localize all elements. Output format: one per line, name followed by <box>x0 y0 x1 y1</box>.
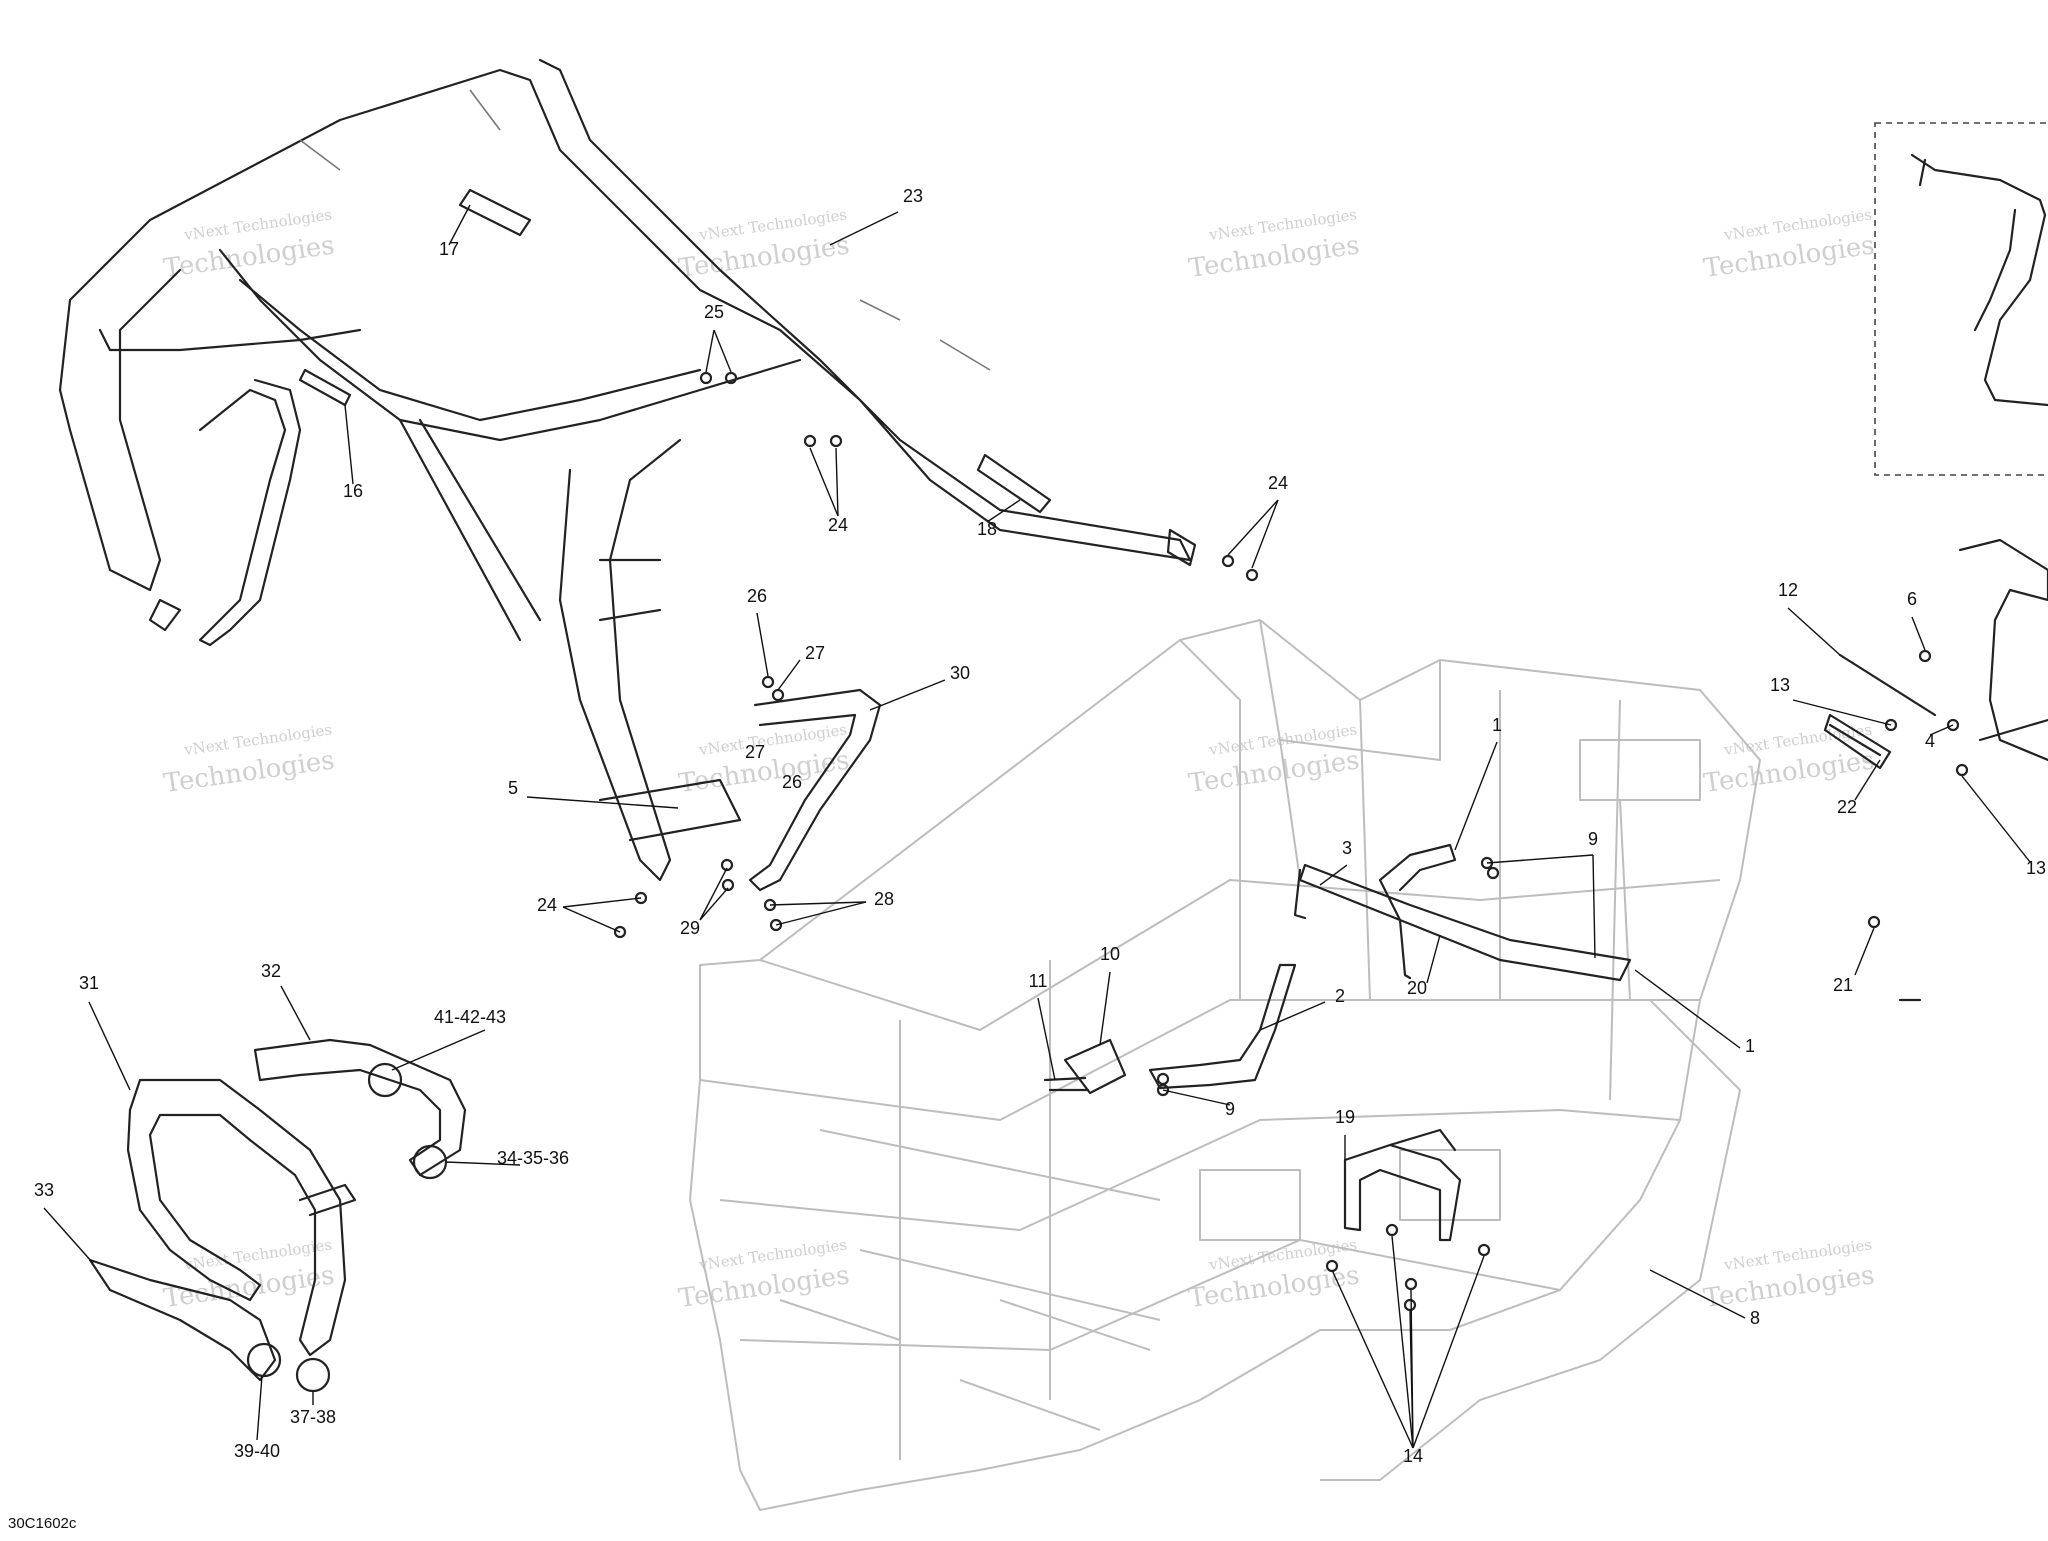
tube-32 <box>253 1038 467 1177</box>
skid-plate-33 <box>88 1258 277 1382</box>
callout-label: 24 <box>1268 473 1288 493</box>
detail-circles <box>246 1062 448 1393</box>
callout-label: 11 <box>1029 971 1048 991</box>
watermark: vNext Technologies Technologies <box>1187 205 1362 284</box>
callout-label: 12 <box>1778 580 1798 600</box>
callout-label: 19 <box>1335 1107 1355 1127</box>
callout-label: 10 <box>1100 944 1120 964</box>
callout-label: 41-42-43 <box>434 1007 506 1027</box>
callout-label: 23 <box>903 186 923 206</box>
watermark: vNext Technologies Technologies <box>162 720 337 799</box>
callout-label: 1 <box>1745 1036 1755 1056</box>
callout-label: 6 <box>1907 589 1917 609</box>
callout-label: 24 <box>828 515 848 535</box>
callout-label: 1 <box>1492 715 1502 735</box>
callout-label: 26 <box>747 586 767 606</box>
callout-label: 9 <box>1225 1099 1235 1119</box>
drawing-code: 30C1602c <box>8 1515 77 1532</box>
callout-label: 8 <box>1750 1308 1760 1328</box>
grab-handle-30 <box>748 688 882 892</box>
callout-label: 13 <box>2026 858 2046 878</box>
plate-10 <box>1043 1038 1127 1095</box>
roll-cage <box>58 58 1197 882</box>
watermark: vNext Technologies Technologies <box>1702 205 1877 284</box>
decal-17 <box>458 188 532 237</box>
callout-label: 27 <box>745 742 765 762</box>
callout-label: 14 <box>1403 1446 1423 1466</box>
support-19 <box>1343 1128 1462 1242</box>
watermarks: vNext Technologies Technologies vNext Te… <box>162 205 1877 1314</box>
rear-bumper-31 <box>126 1078 357 1357</box>
bracket-20 <box>1293 843 1632 982</box>
callout-label: 27 <box>805 643 825 663</box>
main-frame <box>689 619 1761 1511</box>
inset-detail <box>1823 122 2048 1002</box>
callout-label: 22 <box>1837 797 1857 817</box>
callout-label: 16 <box>343 481 363 501</box>
leader-lines <box>43 204 2031 1449</box>
callout-label: 26 <box>782 772 802 792</box>
callout-label: 18 <box>977 519 997 539</box>
callout-label: 24 <box>537 895 557 915</box>
callout-label: 9 <box>1588 829 1598 849</box>
callout-label: 13 <box>1770 675 1790 695</box>
callout-label: 34-35-36 <box>497 1148 569 1168</box>
watermark: vNext Technologies Technologies <box>162 1235 337 1314</box>
decal-18 <box>976 453 1052 514</box>
callout-label: 28 <box>874 889 894 909</box>
decal-16 <box>298 368 352 407</box>
watermark: vNext Technologies Technologies <box>1702 720 1877 799</box>
watermark: vNext Technologies Technologies <box>1702 1235 1877 1314</box>
watermark: vNext Technologies Technologies <box>1187 720 1362 799</box>
callout-label: 32 <box>261 961 281 981</box>
grab-handle-left <box>198 378 302 647</box>
callout-label: 2 <box>1335 986 1345 1006</box>
callout-label: 5 <box>508 778 518 798</box>
callout-label: 25 <box>704 302 724 322</box>
callout-label: 30 <box>950 663 970 683</box>
bracket-2 <box>1148 963 1297 1090</box>
hardware-bolts <box>613 371 1969 1312</box>
callout-label: 4 <box>1925 731 1935 751</box>
callout-label: 21 <box>1833 975 1853 995</box>
callout-label: 39-40 <box>234 1441 280 1461</box>
watermark: vNext Technologies Technologies <box>162 205 337 284</box>
callout-label: 3 <box>1342 838 1352 858</box>
watermark: vNext Technologies Technologies <box>677 205 852 284</box>
callout-label: 20 <box>1407 978 1427 998</box>
callout-label: 17 <box>439 239 459 259</box>
callout-label: 31 <box>79 973 99 993</box>
callout-label: 37-38 <box>290 1407 336 1427</box>
callout-label: 29 <box>680 918 700 938</box>
callout-label: 33 <box>34 1180 54 1200</box>
